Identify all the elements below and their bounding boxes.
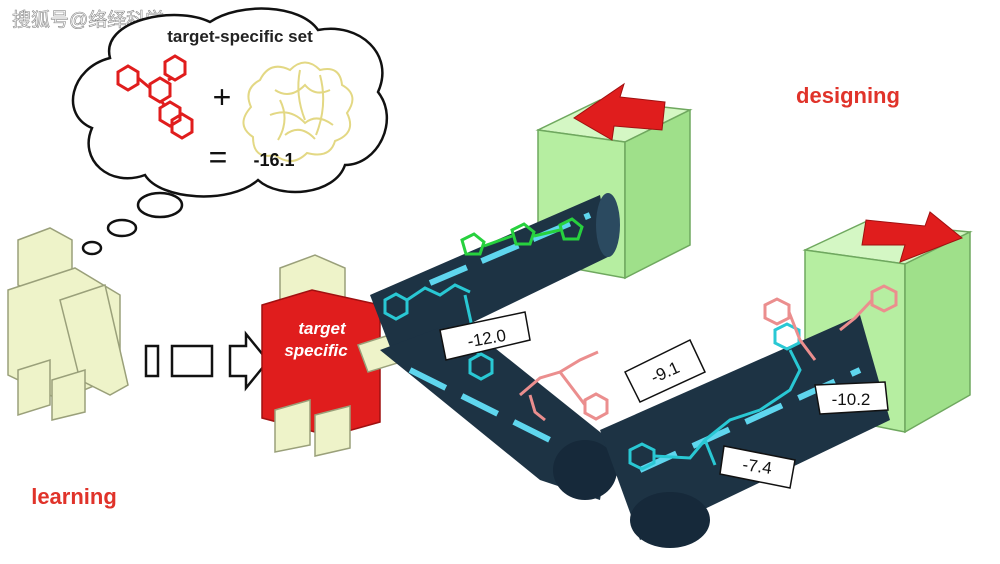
- score-card-a: -12.0: [439, 311, 531, 361]
- right-red-arrow-icon: [861, 211, 963, 263]
- svg-text:-7.4: -7.4: [741, 455, 773, 478]
- thought-dot-small: [81, 240, 103, 256]
- right-conveyor-belt: [600, 315, 890, 548]
- top-red-arrow-icon: [573, 82, 666, 141]
- upper-conveyor-belt: [370, 193, 620, 360]
- molecule-green-icon: [460, 217, 584, 256]
- robot-label-line2: specific: [284, 341, 348, 360]
- score-card-c: -10.2: [814, 381, 889, 415]
- learning-label: learning: [31, 484, 117, 509]
- designing-label: designing: [796, 83, 900, 108]
- robot-label-line1: target: [298, 319, 347, 338]
- process-arrow-icon: [144, 330, 270, 392]
- molecule-pink-right-icon: [763, 284, 898, 361]
- molecule-cyan-lower-icon: [628, 322, 802, 471]
- bubble-plus: +: [213, 79, 232, 115]
- score-card-b: -9.1: [623, 338, 706, 403]
- thought-dot-large: [136, 191, 184, 219]
- score-card-d: -7.4: [719, 445, 796, 489]
- bubble-equals: =: [209, 139, 228, 175]
- learning-robot-icon: [7, 227, 129, 421]
- ligand-molecule-icon: [116, 54, 194, 140]
- svg-text:-10.2: -10.2: [832, 390, 871, 409]
- molecule-pink-icon: [519, 350, 609, 422]
- thought-dot-medium: [106, 218, 138, 238]
- protein-structure-icon: [242, 61, 354, 162]
- bubble-score: -16.1: [253, 150, 294, 170]
- lower-conveyor-belt: [380, 320, 617, 500]
- thought-bubble: target-specific set + = -16.1: [71, 7, 389, 198]
- bubble-title: target-specific set: [167, 27, 313, 46]
